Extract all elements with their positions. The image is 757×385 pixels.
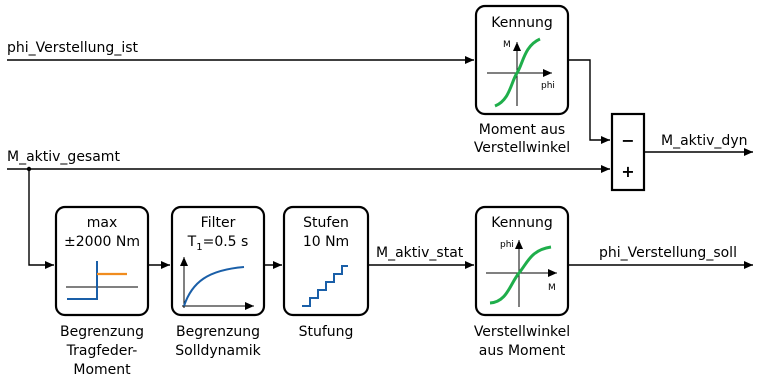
signal-phi-ist-label: phi_Verstellung_ist: [7, 40, 139, 56]
filter-caption-1: Begrenzung: [176, 324, 260, 340]
stufen-caption-1: Stufung: [299, 324, 354, 340]
limit-caption-1: Begrenzung: [60, 324, 144, 340]
filter-response-curve: [183, 266, 245, 307]
kennung-top-caption-1: Moment aus: [479, 122, 565, 138]
kennung-top-x-axis-label: phi: [541, 81, 555, 91]
limit-title-2: ±2000 Nm: [64, 234, 140, 250]
kennung-top-curve: [494, 37, 541, 108]
kennung-bottom-curve: [489, 245, 552, 305]
kennung-top-title: Kennung: [491, 15, 552, 31]
filter-caption-2: Solldynamik: [175, 343, 261, 359]
kennung-bottom-y-axis-label: phi: [500, 240, 514, 250]
filter-block: Filter T1=0.5 s: [170, 205, 266, 317]
signal-m-gesamt-branch: [28, 169, 54, 269]
filter-title-2: T1=0.5 s: [187, 234, 249, 253]
kennung-bottom-caption-1: Verstellwinkel: [474, 324, 570, 340]
limit-caption-2: Tragfeder-: [66, 343, 138, 359]
signal-m-dyn-label: M_aktiv_dyn: [661, 133, 747, 149]
stufen-block: Stufen 10 Nm: [282, 205, 370, 317]
summer-plus-sign: +: [621, 162, 634, 181]
stufen-staircase: [302, 265, 348, 307]
signal-m-stat-label: M_aktiv_stat: [376, 245, 464, 261]
kennung-top-y-axis-label: M: [503, 40, 511, 50]
signal-m-gesamt-label: M_aktiv_gesamt: [7, 149, 120, 165]
kennung-bottom-caption-2: aus Moment: [479, 343, 566, 359]
limit-title-1: max: [87, 215, 118, 231]
limit-caption-3: Moment: [73, 362, 131, 378]
signal-kennung-to-summer: [568, 59, 610, 144]
filter-title-1: Filter: [201, 215, 236, 231]
kennung-bottom-block: Kennung phi M: [474, 205, 570, 317]
stufen-title-1: Stufen: [303, 215, 349, 231]
kennung-top-caption-2: Verstellwinkel: [474, 140, 570, 156]
stufen-title-2: 10 Nm: [303, 234, 349, 250]
kennung-top-block: Kennung M phi: [474, 4, 570, 116]
signal-phi-soll-label: phi_Verstellung_soll: [599, 245, 737, 261]
summer-block: − +: [610, 112, 646, 192]
limit-block: max ±2000 Nm: [54, 205, 150, 317]
kennung-bottom-x-axis-label: M: [548, 283, 556, 293]
kennung-bottom-title: Kennung: [491, 215, 552, 231]
summer-minus-sign: −: [621, 131, 634, 150]
